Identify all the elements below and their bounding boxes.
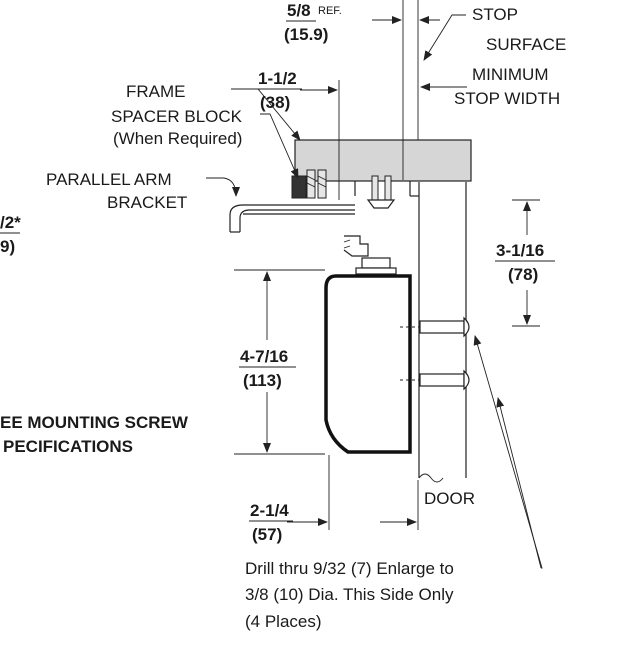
drill-note: Drill thru 9/32 (7) Enlarge to 3/8 (10) … — [245, 559, 454, 631]
dim-5-8-metric: (15.9) — [284, 25, 328, 44]
drill-note-line3: (4 Places) — [245, 612, 322, 631]
closer-body — [324, 274, 412, 454]
label-left-fragment-1: /2* — [0, 213, 21, 232]
dim-4-7-16-fraction: 4-7/16 — [240, 347, 288, 366]
dim-1-1-2-metric: (38) — [260, 93, 290, 112]
label-surface: SURFACE — [486, 35, 566, 54]
spacer-block — [291, 169, 396, 209]
label-frame: FRAME — [126, 82, 186, 101]
dim-4-7-16-metric: (113) — [243, 371, 282, 390]
label-minimum: MINIMUM — [472, 65, 548, 84]
label-stop: STOP — [472, 5, 518, 24]
mounting-screws — [400, 316, 470, 391]
parallel-arm-bracket — [229, 204, 355, 233]
reference-lines — [338, 0, 419, 200]
drill-note-line1: Drill thru 9/32 (7) Enlarge to — [245, 559, 454, 578]
label-spacer-when-required: (When Required) — [113, 129, 242, 148]
label-mounting-screw-line1: EE MOUNTING SCREW — [0, 413, 189, 432]
dim-1-1-2-fraction: 1-1/2 — [258, 69, 297, 88]
label-bracket: BRACKET — [107, 193, 187, 212]
dim-2-1-4-fraction: 2-1/4 — [250, 501, 289, 520]
label-parallel-arm: PARALLEL ARM — [46, 170, 172, 189]
dimension-1-1-2: 1-1/2 (38) — [257, 69, 338, 112]
label-door: DOOR — [424, 489, 475, 508]
dim-2-1-4-metric: (57) — [252, 525, 282, 544]
dim-3-1-16-metric: (78) — [508, 265, 538, 284]
dimension-4-7-16: 4-7/16 (113) — [234, 269, 325, 455]
leader-lines — [206, 14, 543, 569]
dimension-2-1-4: 2-1/4 (57) — [249, 455, 419, 544]
dim-3-1-16-fraction: 3-1/16 — [496, 241, 544, 260]
drill-note-line2: 3/8 (10) Dia. This Side Only — [245, 585, 454, 604]
label-left-fragment-2: 9) — [0, 237, 15, 256]
label-mounting-screw-line2: PECIFICATIONS — [3, 437, 133, 456]
dim-5-8-ref-suffix: REF. — [318, 5, 342, 17]
dim-5-8-fraction: 5/8 — [287, 1, 311, 20]
dimension-5-8-ref: 5/8 REF. (15.9) — [284, 1, 440, 44]
callouts: FRAME SPACER BLOCK (When Required) PARAL… — [0, 5, 566, 508]
label-stop-width: STOP WIDTH — [454, 89, 560, 108]
label-spacer-block: SPACER BLOCK — [111, 107, 243, 126]
dimension-3-1-16: 3-1/16 (78) — [495, 199, 555, 327]
arm-spindle — [343, 235, 397, 275]
